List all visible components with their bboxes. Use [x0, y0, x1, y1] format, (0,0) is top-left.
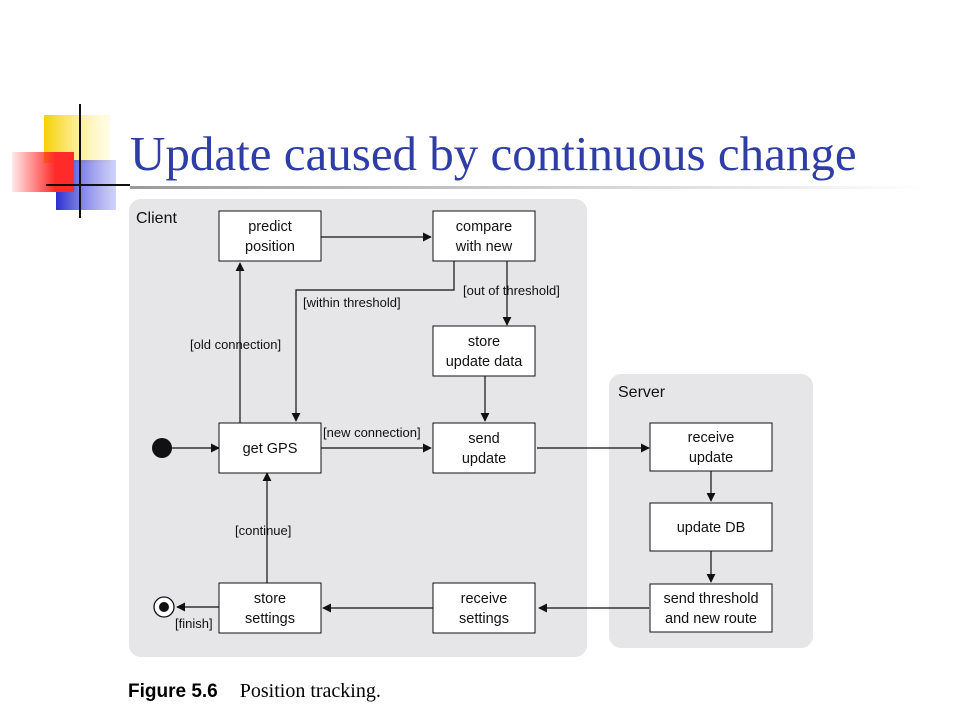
slide-title: Update caused by continuous change — [130, 126, 857, 181]
guard-old-connection: [old connection] — [190, 337, 281, 352]
client-label: Client — [136, 210, 177, 227]
node-text: update DB — [677, 520, 746, 536]
node-text: update data — [446, 354, 524, 370]
node-receive-update: receive update — [649, 422, 773, 472]
node-update-db: update DB — [649, 502, 773, 552]
guard-labels: [within threshold] [out of threshold] [o… — [175, 283, 560, 631]
nodes: predict position compare with new store … — [218, 210, 773, 634]
node-predict-position: predict position — [218, 210, 322, 262]
node-text: and new route — [665, 611, 757, 627]
node-text: send — [468, 431, 499, 447]
node-text: position — [245, 239, 295, 255]
node-text: update — [689, 450, 733, 466]
node-text: predict — [248, 219, 292, 235]
node-store-settings: store settings — [218, 582, 322, 634]
figure-number: Figure 5.6 — [128, 681, 218, 702]
node-text: settings — [459, 611, 509, 627]
node-send-threshold: send threshold and new route — [649, 583, 773, 633]
guard-finish: [finish] — [175, 616, 213, 631]
node-text: send threshold — [663, 591, 758, 607]
node-text: store — [468, 334, 500, 350]
node-text: compare — [456, 219, 512, 235]
node-text: settings — [245, 611, 295, 627]
guard-within-threshold: [within threshold] — [303, 295, 401, 310]
title-underline — [130, 186, 930, 189]
guard-new-connection: [new connection] — [323, 425, 421, 440]
node-get-gps: get GPS — [218, 422, 322, 474]
node-send-update: send update — [432, 422, 536, 474]
guard-out-of-threshold: [out of threshold] — [463, 283, 560, 298]
node-text: store — [254, 591, 286, 607]
edges — [172, 232, 716, 613]
node-store-update-data: store update data — [432, 325, 536, 377]
node-text: get GPS — [243, 441, 298, 457]
node-text: receive — [688, 430, 735, 446]
end-node-core — [159, 602, 169, 612]
node-text: update — [462, 451, 506, 467]
node-compare-with-new: compare with new — [432, 210, 536, 262]
edge-within-threshold — [291, 261, 455, 422]
node-receive-settings: receive settings — [432, 582, 536, 634]
node-text: with new — [455, 239, 513, 255]
node-text: receive — [461, 591, 508, 607]
server-label: Server — [618, 384, 666, 401]
decoration-squares — [12, 104, 930, 218]
start-node — [152, 438, 172, 458]
figure-caption: Figure 5.6 Position tracking. — [128, 676, 381, 706]
guard-continue: [continue] — [235, 523, 291, 538]
client-panel — [129, 199, 587, 657]
figure-caption-text: Position tracking. — [239, 680, 381, 702]
